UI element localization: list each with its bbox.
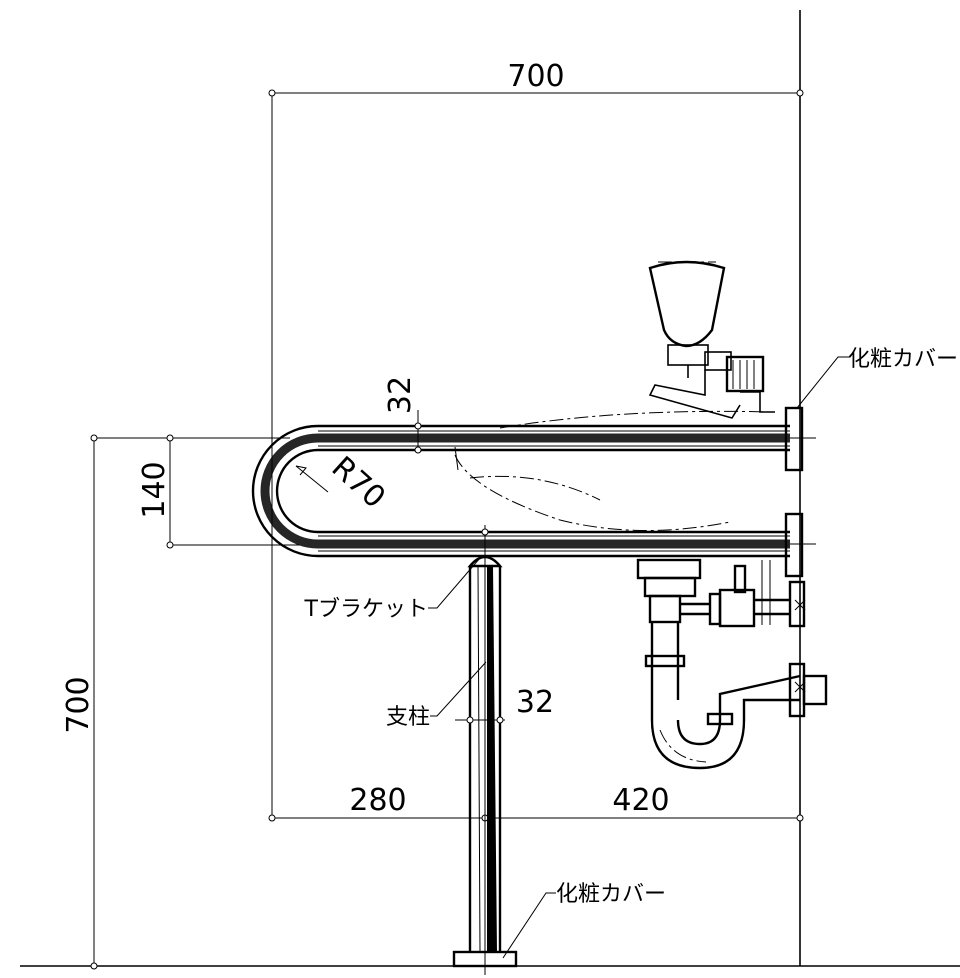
dimension-bottom: 280 420 [268, 783, 804, 822]
callout-t-bracket: Tブラケット [304, 557, 481, 622]
dim-post-to-wall-text: 420 [612, 783, 669, 818]
faucet [648, 260, 775, 419]
callout-post-text: 支柱 [386, 705, 430, 730]
post-diameter-marker: 32 [455, 685, 554, 724]
drain-trap [636, 558, 828, 770]
post-diameter-text: 32 [516, 685, 554, 720]
dim-rail-spacing-text: 140 [137, 461, 172, 518]
dim-overall-width-text: 700 [507, 59, 564, 94]
rail-diameter-marker: 32 [383, 376, 422, 454]
dim-post-offset-text: 280 [349, 783, 406, 818]
callout-wall-cover: 化粧カバー [796, 347, 958, 409]
u-grab-bar [251, 424, 816, 558]
bend-radius-marker: R70 [295, 450, 392, 516]
dimension-rail-spacing: 140 [137, 434, 300, 549]
callout-post: 支柱 [386, 661, 487, 730]
callout-floor-cover: 化粧カバー [502, 882, 666, 959]
rail-diameter-text: 32 [383, 376, 418, 414]
supply-valve [680, 560, 806, 628]
dimension-overall-width: 700 [268, 59, 804, 818]
callout-t-bracket-text: Tブラケット [304, 597, 428, 622]
wash-basin [454, 410, 771, 531]
wall-flanges [784, 406, 804, 578]
callout-wall-cover-text: 化粧カバー [848, 347, 958, 372]
bend-radius-text: R70 [325, 450, 392, 516]
dimension-overall-height: 700 [61, 434, 290, 970]
callout-floor-cover-text: 化粧カバー [556, 882, 666, 907]
support-post [452, 525, 518, 975]
dim-overall-height-text: 700 [61, 676, 96, 733]
